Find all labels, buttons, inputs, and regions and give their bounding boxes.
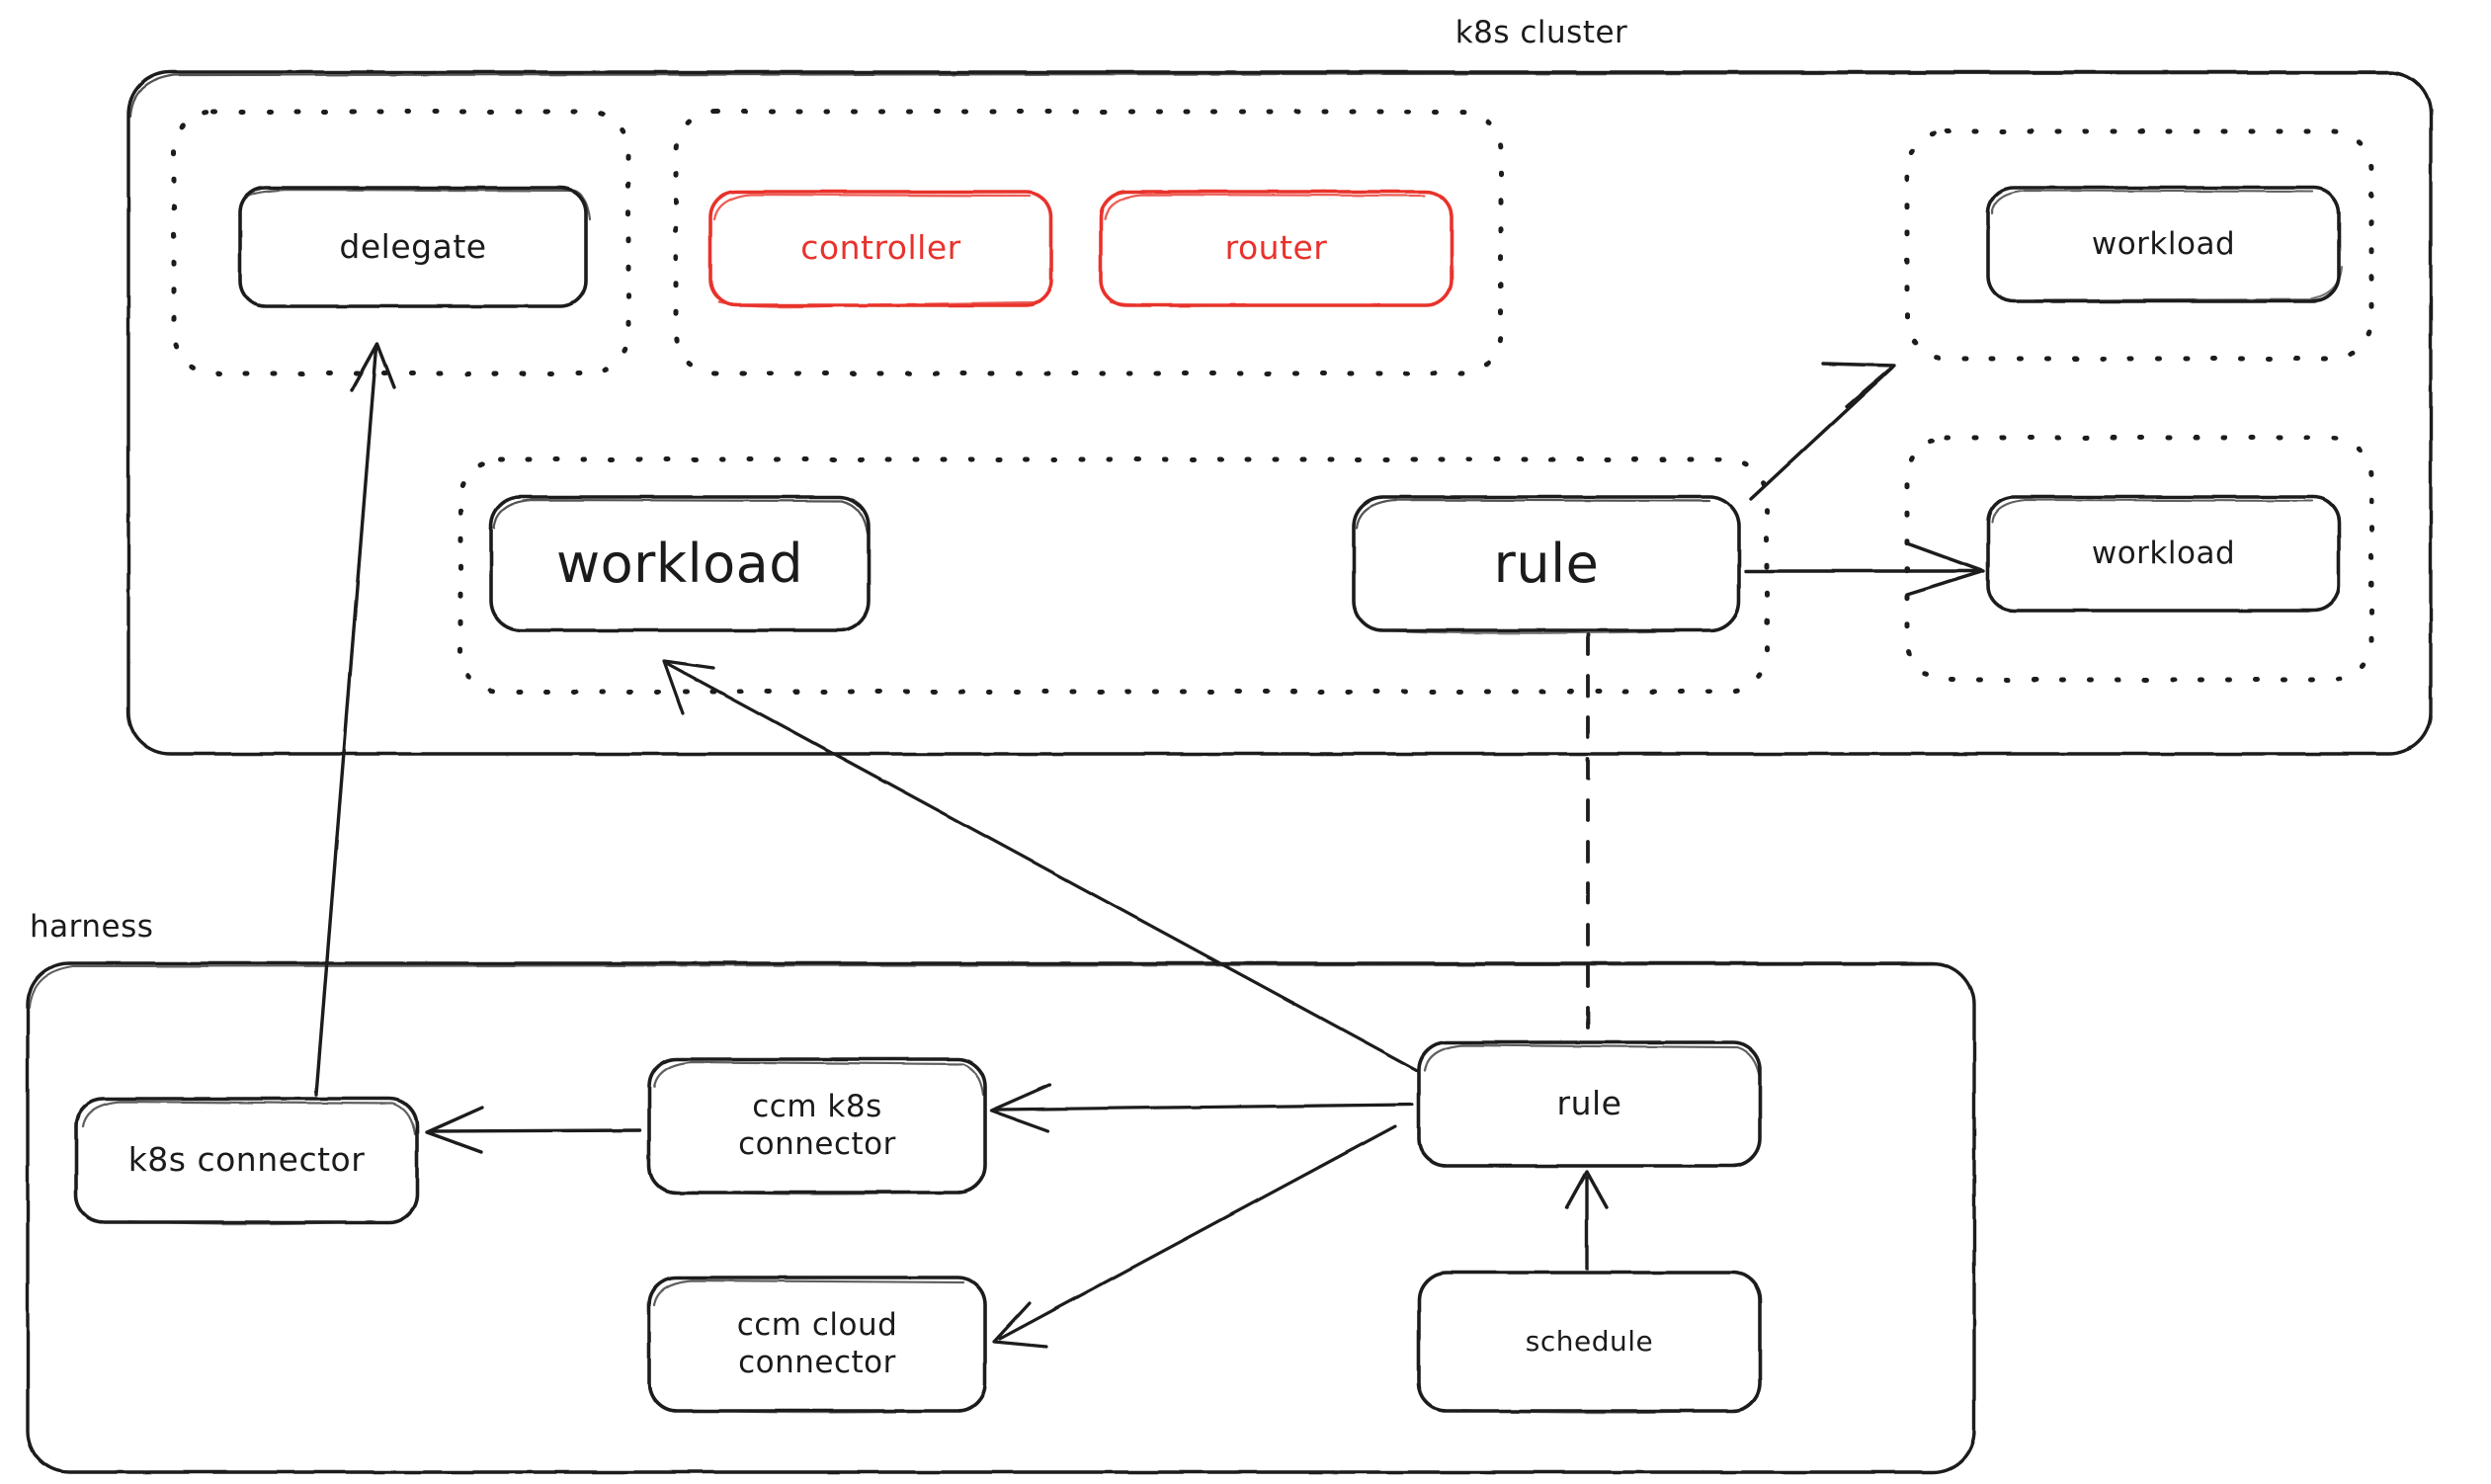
node-label-workload-bottom[interactable]: workload xyxy=(2091,535,2236,571)
edge-rule-cluster-to-workload-bottom xyxy=(1744,541,1985,597)
node-label-rule-cluster[interactable]: rule xyxy=(1493,532,1600,595)
node-label-ccm-k8s-connector[interactable]: ccm k8s connector xyxy=(738,1088,896,1162)
edge-rule-cluster-to-workload-top xyxy=(1749,362,1896,501)
edge-k8s-connector-to-delegate xyxy=(314,342,396,1097)
node-label-ccm-cloud-connector[interactable]: ccm cloud connector xyxy=(736,1306,898,1380)
edge-schedule-to-rule-harness xyxy=(1565,1170,1609,1271)
node-label-schedule[interactable]: schedule xyxy=(1525,1324,1654,1358)
node-label-controller[interactable]: controller xyxy=(800,228,961,268)
group-k8s-cluster xyxy=(126,70,2433,756)
node-label-workload-top[interactable]: workload xyxy=(2091,225,2236,262)
edge-ccm-k8s-to-k8s-connector xyxy=(425,1106,642,1154)
node-label-router[interactable]: router xyxy=(1224,228,1328,268)
group-title-harness: harness xyxy=(30,909,154,946)
edge-rule-harness-to-ccm-cloud xyxy=(992,1124,1397,1349)
edge-rule-harness-to-ccm-k8s xyxy=(989,1083,1414,1133)
group-title-k8s-cluster: k8s cluster xyxy=(1454,15,1628,51)
node-label-workload-main[interactable]: workload xyxy=(555,532,804,595)
node-label-k8s-connector[interactable]: k8s connector xyxy=(127,1140,366,1180)
node-label-delegate[interactable]: delegate xyxy=(339,226,487,266)
node-label-rule-harness[interactable]: rule xyxy=(1556,1084,1622,1123)
edge-rule-harness-to-workload-main xyxy=(662,659,1419,1072)
